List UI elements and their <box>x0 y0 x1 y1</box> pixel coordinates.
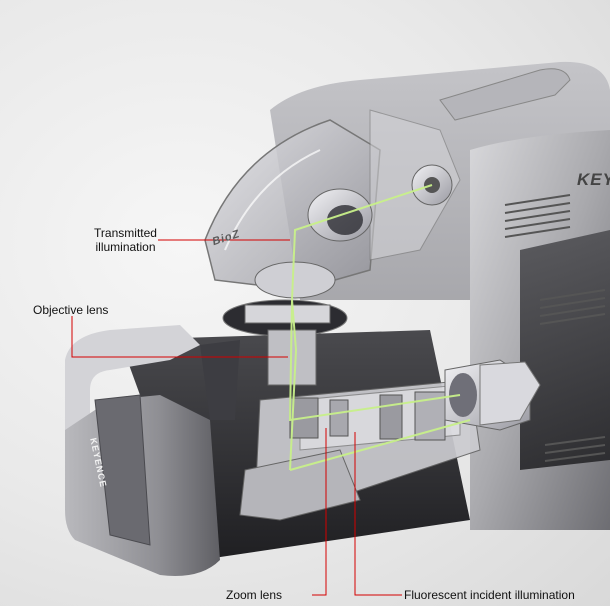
callout-zoom <box>312 428 327 596</box>
label-fluorescent-incident-illumination: Fluorescent incident illumination <box>404 588 575 602</box>
vent-grille <box>504 194 606 462</box>
label-transmitted-illumination: Transmitted illumination <box>94 226 157 254</box>
callout-objective <box>71 316 288 358</box>
callout-fluorescent <box>354 432 402 596</box>
label-zoom-lens: Zoom lens <box>226 588 283 602</box>
callout-lines <box>71 239 402 596</box>
top-brand-logo: KEY <box>577 170 610 189</box>
label-objective-lens: Objective lens <box>33 303 109 317</box>
front-base <box>65 325 240 576</box>
light-path <box>288 184 471 471</box>
